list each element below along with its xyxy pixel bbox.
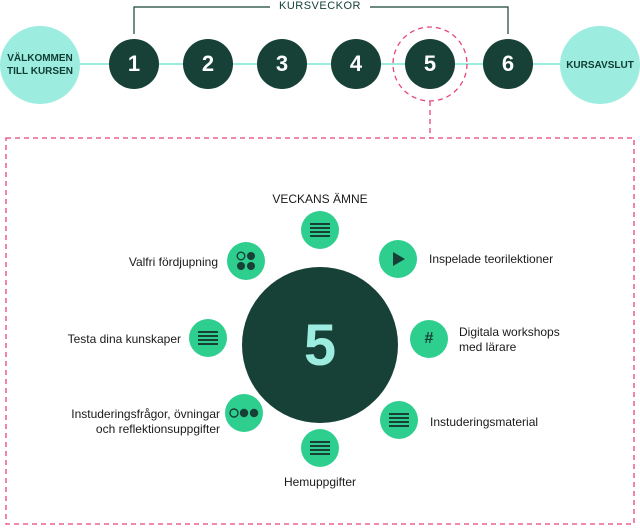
optional-deepening-node (227, 242, 265, 280)
center-week-number: 5 (303, 312, 337, 378)
week-number: 2 (201, 51, 215, 76)
play-icon (393, 252, 405, 266)
optional-deepening-label: Valfri fördjupning (128, 255, 218, 269)
lines-icon (310, 441, 330, 455)
homework-node (301, 429, 339, 467)
hash-icon: # (424, 330, 434, 347)
digital-workshops-node: # (410, 320, 448, 358)
week-node-5-highlighted[interactable]: 5 (405, 39, 455, 89)
week-node-1[interactable]: 1 (109, 39, 159, 89)
week-node-2[interactable]: 2 (183, 39, 233, 89)
test-knowledge-label: Testa dina kunskaper (67, 332, 181, 346)
homework-label: Hemuppgifter (283, 475, 357, 489)
recorded-lectures-node (379, 240, 417, 278)
week-node-6[interactable]: 6 (483, 39, 533, 89)
topic-label: VECKANS ÄMNE (272, 192, 368, 206)
course-end-label: KURSAVSLUT (566, 59, 634, 71)
week-node-4[interactable]: 4 (331, 39, 381, 89)
lines-icon (310, 223, 330, 237)
lines-icon (198, 331, 218, 345)
grid-circles-icon (236, 251, 255, 270)
dots-progress-icon (229, 408, 259, 418)
course-start-label: VÄLKOMMEN TILL KURSEN (7, 53, 73, 77)
study-questions-node (225, 394, 263, 432)
study-material-label: Instuderingsmaterial (430, 415, 539, 429)
week-number: 4 (349, 51, 363, 76)
week-number: 3 (275, 51, 289, 76)
recorded-lectures-label: Inspelade teorilektioner (429, 252, 554, 266)
week-number: 1 (127, 51, 141, 76)
test-knowledge-node (189, 319, 227, 357)
week-number: 6 (501, 51, 515, 76)
course-end-node: KURSAVSLUT (560, 26, 640, 104)
study-material-node (380, 401, 418, 439)
week-detail-center: 5 (242, 267, 398, 423)
digital-workshops-label: Digitala workshops med lärare (459, 325, 560, 354)
lines-icon (389, 413, 409, 427)
course-start-node: VÄLKOMMEN TILL KURSEN (0, 26, 80, 104)
weeks-title: KURSVECKOR (278, 0, 362, 12)
topic-node (301, 211, 339, 249)
study-questions-label: Instuderingsfrågor, övningar och reflekt… (71, 407, 220, 436)
week-number: 5 (423, 51, 437, 76)
week-node-3[interactable]: 3 (257, 39, 307, 89)
